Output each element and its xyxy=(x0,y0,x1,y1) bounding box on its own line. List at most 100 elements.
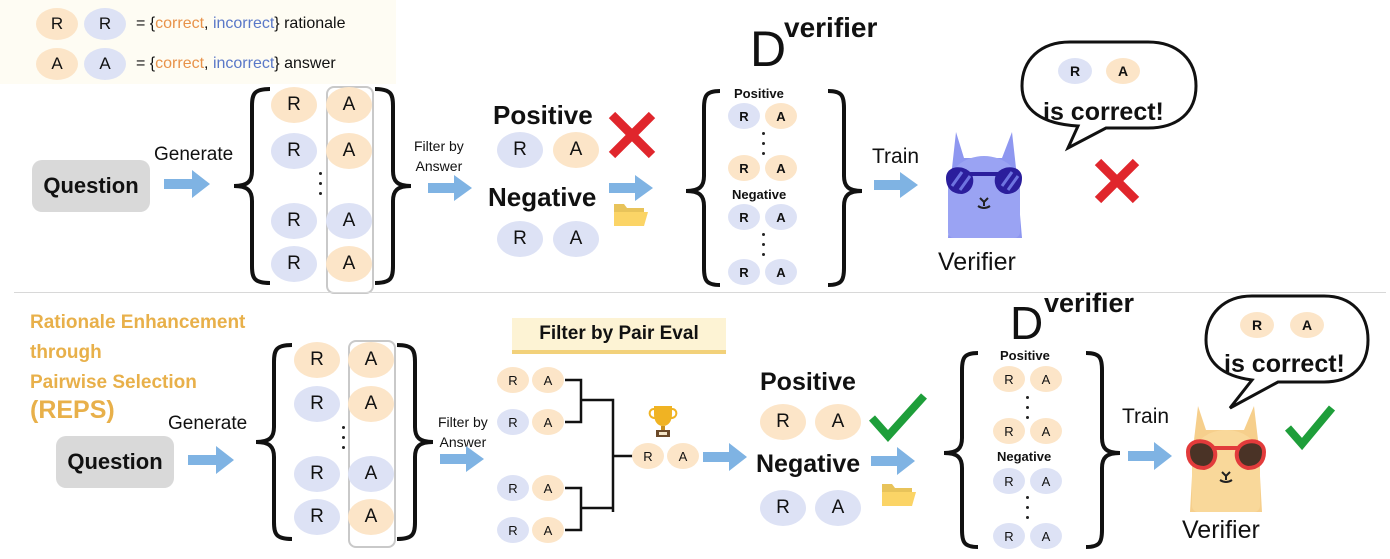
bottom-pair-3-rationale: R xyxy=(294,456,340,492)
pill-letter: A xyxy=(1041,371,1051,387)
bottom-generate-arrow-icon xyxy=(188,446,234,474)
top-pair-2-rationale: R xyxy=(271,133,317,169)
bottom-ellipsis xyxy=(342,426,346,456)
pill-letter: A xyxy=(1301,317,1313,333)
bottom-set-pos-1-rationale: R xyxy=(993,366,1025,392)
bottom-bubble-rationale: R xyxy=(1240,312,1274,338)
pill-letter: R xyxy=(513,228,527,249)
bottom-generated-brace-icon xyxy=(255,343,434,541)
top-dverifier-brace-icon xyxy=(685,89,863,287)
bottom-set-neg-1-answer: A xyxy=(1030,468,1062,494)
legend-incorrect-word: incorrect xyxy=(212,15,275,32)
pill-letter: A xyxy=(543,372,553,388)
top-verifier-label: Verifier xyxy=(938,248,1016,276)
filter-line: Filter by xyxy=(414,138,464,154)
pair-eval-label: Filter by Pair Eval xyxy=(539,323,699,344)
bottom-positive-heading: Positive xyxy=(760,368,856,396)
pill-letter: A xyxy=(342,253,356,274)
top-pair-1-answer: A xyxy=(326,87,372,123)
winner-rationale: R xyxy=(632,443,664,469)
legend-text-part: } rationale xyxy=(274,15,346,32)
bottom-pair-3-answer: A xyxy=(348,456,394,492)
bracket-2-rationale: R xyxy=(497,409,529,435)
bottom-result-check-icon xyxy=(1284,405,1336,451)
pill-letter: A xyxy=(364,506,378,527)
pill-letter: R xyxy=(287,210,301,231)
pill-letter: R xyxy=(739,209,749,225)
bracket-1-rationale: R xyxy=(497,367,529,393)
bottom-question-box: Question xyxy=(56,436,174,488)
pill-letter: R xyxy=(287,94,301,115)
pill-letter: R xyxy=(776,497,790,518)
bottom-answer-selection-box xyxy=(348,340,396,548)
bottom-set-pos-1-answer: A xyxy=(1030,366,1062,392)
legend-text-part: = { xyxy=(136,15,156,32)
top-set-pos-1-answer: A xyxy=(765,103,797,129)
pill-letter: A xyxy=(776,160,786,176)
top-folder-icon xyxy=(614,204,648,226)
pill-letter: R xyxy=(513,139,527,160)
bracket-2-answer: A xyxy=(532,409,564,435)
top-set-negative-label: Negative xyxy=(732,187,787,202)
top-bubble-text: is correct! xyxy=(1043,98,1164,126)
bottom-dverifier-superscript: verifier xyxy=(1044,288,1135,318)
bracket-1-answer: A xyxy=(532,367,564,393)
top-ellipsis xyxy=(319,172,323,202)
top-question-box: Question xyxy=(32,160,150,212)
pill-letter: A xyxy=(364,349,378,370)
reps-title-line: Rationale Enhancement xyxy=(30,312,246,333)
reps-title-line: Pairwise Selection xyxy=(30,372,197,393)
bottom-set-neg-1-rationale: R xyxy=(993,468,1025,494)
pill-letter: R xyxy=(508,372,518,388)
top-set-neg-2-answer: A xyxy=(765,259,797,285)
legend-text-part: = { xyxy=(136,55,156,72)
legend-rationale-text: = {correct, incorrect} rationale xyxy=(136,15,345,33)
pill-letter: A xyxy=(831,411,845,432)
legend-text-part: , xyxy=(204,15,213,32)
bottom-pair-1-answer: A xyxy=(348,342,394,378)
top-bubble-answer: A xyxy=(1106,58,1140,84)
pill-letter: R xyxy=(643,448,653,464)
top-bubble-rationale: R xyxy=(1058,58,1092,84)
bottom-verifier-label: Verifier xyxy=(1182,516,1260,544)
bottom-pair-eval-arrow-icon xyxy=(703,443,747,471)
pill-letter: A xyxy=(776,108,786,124)
top-positive-heading: Positive xyxy=(493,100,593,130)
bracket-4-rationale: R xyxy=(497,517,529,543)
filter-line: Answer xyxy=(415,158,463,174)
pill-letter: R xyxy=(1004,423,1014,439)
top-positive-answer: A xyxy=(553,132,599,168)
pill-letter: A xyxy=(543,480,553,496)
bottom-set-neg-2-answer: A xyxy=(1030,523,1062,549)
pill-letter: R xyxy=(310,349,324,370)
bottom-verifier-llama-icon xyxy=(1185,406,1267,512)
legend-correct-word: correct xyxy=(155,15,205,32)
bottom-positive-rationale: R xyxy=(760,404,806,440)
top-set-pos-2-rationale: R xyxy=(728,155,760,181)
pill-letter: R xyxy=(1069,63,1081,79)
pill-letter: A xyxy=(678,448,688,464)
pill-letter: R xyxy=(310,393,324,414)
top-set-pos-1-rationale: R xyxy=(728,103,760,129)
pill-letter: A xyxy=(342,140,356,161)
top-pair-1-rationale: R xyxy=(271,87,317,123)
legend-correct-word: correct xyxy=(155,55,205,72)
bracket-3-rationale: R xyxy=(497,475,529,501)
top-negative-rationale: R xyxy=(497,221,543,257)
pill-letter: R xyxy=(287,253,301,274)
bottom-dverifier-base: D xyxy=(1010,297,1044,349)
bottom-pair-1-rationale: R xyxy=(294,342,340,378)
pill-letter: A xyxy=(831,497,845,518)
top-pair-3-rationale: R xyxy=(271,203,317,239)
bottom-negative-arrow-icon xyxy=(871,447,915,475)
bottom-set-neg-ellipsis xyxy=(1026,496,1030,526)
pill-letter: R xyxy=(508,414,518,430)
pill-letter: A xyxy=(569,228,583,249)
pill-letter: A xyxy=(342,210,356,231)
top-pair-2-answer: A xyxy=(326,133,372,169)
pill-letter: R xyxy=(739,108,749,124)
bottom-filter-arrow-icon xyxy=(440,446,484,472)
top-set-neg-1-answer: A xyxy=(765,204,797,230)
pill-letter: A xyxy=(1117,63,1129,79)
